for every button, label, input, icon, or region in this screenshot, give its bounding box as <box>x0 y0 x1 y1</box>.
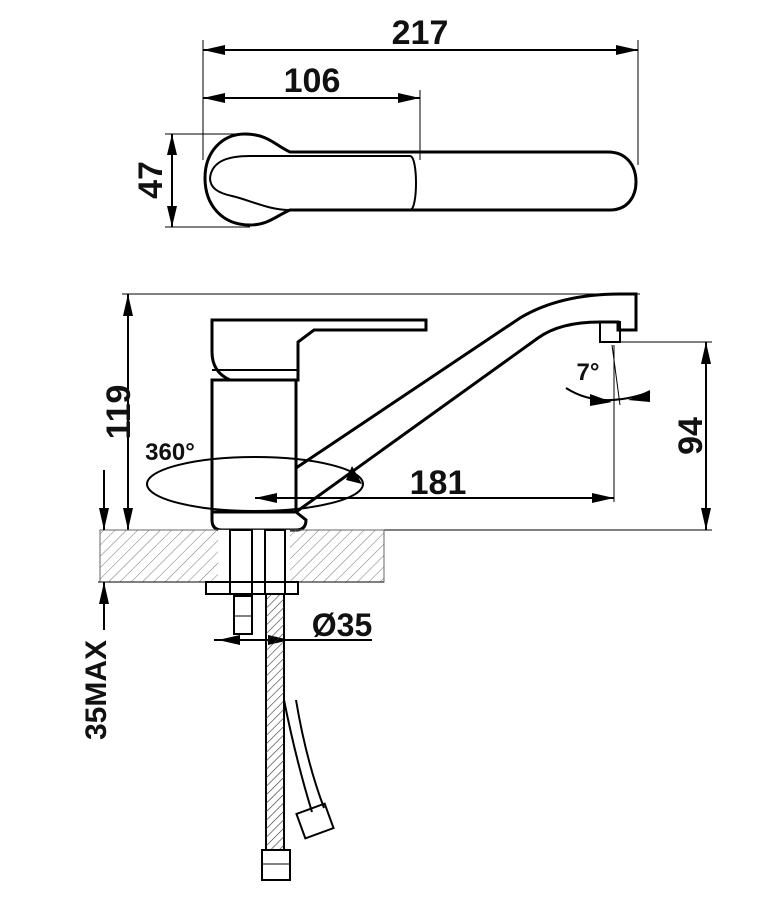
dim-overall-length: 217 <box>392 14 449 52</box>
dim-hole-diameter: Ø35 <box>312 607 372 643</box>
spout <box>295 292 638 514</box>
faucet-body <box>210 378 298 514</box>
dim-rotation: 360° <box>145 439 195 466</box>
arrow-diameter <box>218 635 240 645</box>
top-view: 217 106 47 <box>132 14 639 228</box>
dim-height: 119 <box>100 385 138 440</box>
arrow-max-top <box>99 508 109 530</box>
arrow-left-handle <box>203 93 225 103</box>
arrow-bottom-width <box>167 206 177 227</box>
tilt-arrow-right <box>628 390 650 402</box>
arrow-top-height <box>123 294 133 316</box>
handle-top-inner <box>208 155 417 211</box>
countertop-hole <box>218 530 290 584</box>
handle-side <box>210 318 428 382</box>
arrow-right-handle <box>398 93 420 103</box>
dim-handle-length: 106 <box>284 62 341 100</box>
hose-secondary <box>283 699 325 813</box>
arrow-bottom-height <box>123 508 133 530</box>
mounting-nut <box>233 595 253 635</box>
dim-spout-reach: 181 <box>410 464 467 502</box>
hose-main-nut <box>261 849 291 881</box>
tilt-arrow-left <box>590 394 612 406</box>
arrow-top-spout-height <box>701 342 711 364</box>
dim-width: 47 <box>132 161 170 199</box>
arrow-max-bottom <box>99 582 109 604</box>
mounting-plate <box>205 581 299 595</box>
tilt-line <box>611 344 621 406</box>
dim-max-counter-thickness: 35MAX <box>80 640 113 740</box>
arrow-left-overall <box>203 45 225 55</box>
hose-secondary-nut <box>295 802 335 840</box>
arrow-right-reach <box>592 493 614 503</box>
aerator <box>599 321 621 343</box>
arrow-left-reach <box>255 493 277 503</box>
rotation-arrow <box>346 466 362 484</box>
arrow-bottom-spout-height <box>701 508 711 530</box>
hose-main <box>266 594 284 850</box>
faucet-base <box>210 510 308 532</box>
arrow-right-overall <box>616 45 638 55</box>
side-view: 119 94 181 360° 7° <box>80 292 712 881</box>
dim-spout-height: 94 <box>672 417 710 455</box>
arrow-top-width <box>167 134 177 155</box>
dim-tilt-angle: 7° <box>577 359 600 386</box>
